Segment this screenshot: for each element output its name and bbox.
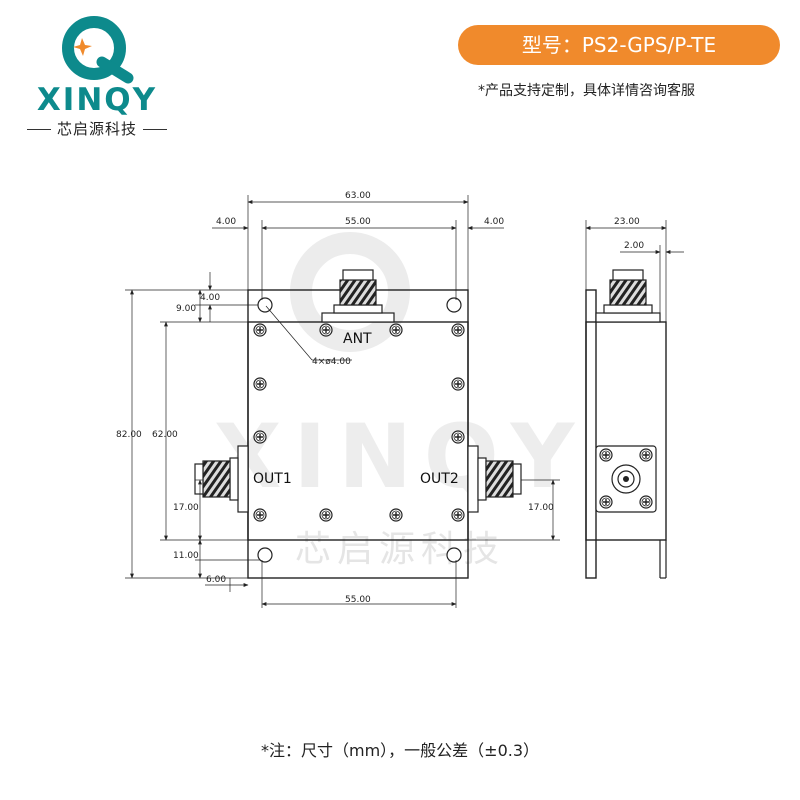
model-label: 型号：PS2-GPS/P-TE — [458, 25, 780, 65]
dim-overall-height: 82.00 — [116, 430, 142, 440]
side-plate — [585, 289, 597, 579]
mounting-hole — [257, 297, 273, 313]
screw-icon — [451, 323, 465, 337]
dim-hole-from-top: 4.00 — [200, 293, 220, 303]
brand-subtitle: 芯启源科技 — [18, 118, 176, 139]
flange-connector-icon — [595, 445, 657, 513]
screw-icon — [253, 323, 267, 337]
front-dimension-labels: 63.00 55.00 4.00 4.00 4.00 9.00 4×ø4.00 … — [116, 191, 554, 605]
dim-connector-offset: 9.00 — [176, 304, 196, 314]
side-dimensions — [585, 220, 684, 322]
watermark-subtitle: 芯启源科技 — [294, 529, 505, 570]
mounting-hole — [446, 547, 462, 563]
dim-overall-width: 63.00 — [345, 191, 371, 201]
screw-icon — [319, 323, 333, 337]
footer-note: *注：尺寸（mm），一般公差（±0.3） — [260, 741, 540, 760]
front-dimensions — [125, 195, 560, 608]
screw-icon — [389, 323, 403, 337]
screw-icon — [253, 377, 267, 391]
mounting-hole — [257, 547, 273, 563]
screw-icon — [451, 508, 465, 522]
mounting-hole — [446, 297, 462, 313]
cavity-body — [247, 321, 469, 541]
dim-body-height: 62.00 — [152, 430, 178, 440]
dim-bottom-side-offset: 6.00 — [206, 575, 226, 585]
dim-hole-spacing-bottom: 55.00 — [345, 595, 371, 605]
front-view: ANT OUT1 OUT2 — [194, 269, 522, 579]
dim-bottom-offset: 11.00 — [173, 551, 199, 561]
dim-side-flange: 2.00 — [624, 241, 644, 251]
out2-connector-icon — [467, 445, 522, 513]
brand-name: XINQY — [36, 82, 158, 118]
screw-icon — [451, 377, 465, 391]
port-label-out2: OUT2 — [420, 471, 459, 487]
port-label-ant: ANT — [343, 331, 372, 347]
side-connector-icon — [595, 269, 661, 323]
ant-connector-icon — [321, 269, 395, 323]
dim-hole-spacing-top: 55.00 — [345, 217, 371, 227]
dim-side-depth: 23.00 — [614, 217, 640, 227]
screw-icon — [253, 430, 267, 444]
dim-right-margin: 4.00 — [484, 217, 504, 227]
dim-hole-callout: 4×ø4.00 — [312, 357, 351, 367]
dim-right-port-height: 17.00 — [528, 503, 554, 513]
custom-note: *产品支持定制，具体详情咨询客服 — [478, 83, 695, 99]
screw-icon — [389, 508, 403, 522]
dim-left-port-height: 17.00 — [173, 503, 199, 513]
screw-icon — [451, 430, 465, 444]
brand-logo-icon — [62, 16, 134, 84]
screw-icon — [253, 508, 267, 522]
out1-connector-icon — [194, 445, 249, 513]
port-label-out1: OUT1 — [253, 471, 292, 487]
side-view — [585, 269, 667, 579]
dim-left-margin: 4.00 — [216, 217, 236, 227]
screw-icon — [319, 508, 333, 522]
